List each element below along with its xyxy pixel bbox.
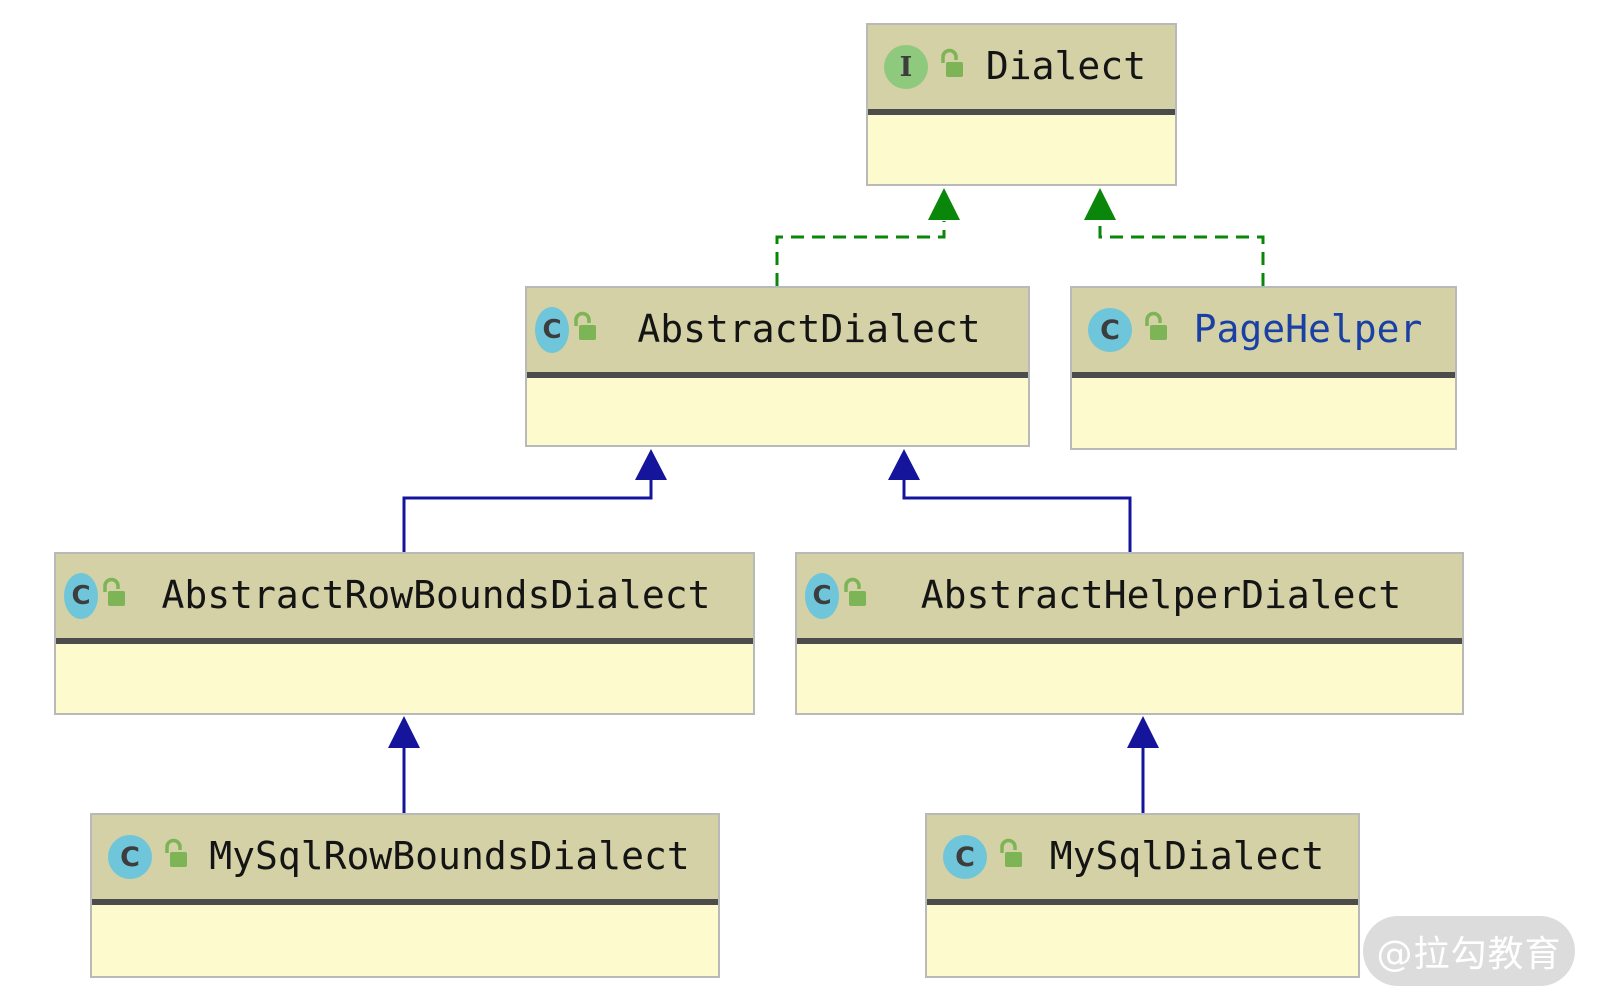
node-separator xyxy=(868,109,1175,115)
class-icon: C xyxy=(943,835,987,879)
class-node-abstractrowboundsdialect[interactable]: C AbstractRowBoundsDialect xyxy=(54,552,755,715)
edge-pagehelper-implements-dialect xyxy=(1084,188,1265,286)
implements-arrowhead-icon xyxy=(1084,188,1116,220)
node-header: C MySqlDialect xyxy=(927,815,1358,899)
node-header: C AbstractHelperDialect xyxy=(797,554,1462,638)
node-header: C AbstractDialect xyxy=(527,288,1028,372)
node-members-section xyxy=(56,644,753,713)
extends-arrowhead-icon xyxy=(888,449,920,480)
unlock-icon xyxy=(840,576,870,616)
class-icon: C xyxy=(1088,308,1132,352)
edge-mysqldialect-extends-abstracthelperdialect xyxy=(1127,716,1159,813)
class-name: MySqlRowBoundsDialect xyxy=(209,834,690,878)
node-members-section xyxy=(92,905,718,976)
class-name: AbstractHelperDialect xyxy=(920,573,1402,617)
class-node-pagehelper[interactable]: C PageHelper xyxy=(1070,286,1457,450)
class-name: AbstractRowBoundsDialect xyxy=(161,573,711,617)
unlock-icon xyxy=(996,837,1026,877)
node-members-section xyxy=(927,905,1358,976)
abstract-class-icon: C xyxy=(535,307,569,353)
class-icon: C xyxy=(108,835,152,879)
class-node-dialect[interactable]: I Dialect xyxy=(866,23,1177,186)
edge-abstracthelperdialect-extends-abstractdialect xyxy=(888,449,1132,552)
node-separator xyxy=(92,899,718,905)
node-members-section xyxy=(868,115,1175,184)
interface-icon: I xyxy=(884,45,928,89)
class-name: MySqlDialect xyxy=(1049,834,1325,878)
extends-arrowhead-icon xyxy=(388,716,420,748)
class-name: PageHelper xyxy=(1193,307,1423,351)
unlock-icon xyxy=(937,47,967,87)
edge-mysqlrowboundsdialect-extends-abstractrowboundsdialect xyxy=(388,716,420,813)
extends-arrowhead-icon xyxy=(635,449,667,480)
class-node-abstracthelperdialect[interactable]: C AbstractHelperDialect xyxy=(795,552,1464,715)
node-members-section xyxy=(797,644,1462,713)
node-header: C MySqlRowBoundsDialect xyxy=(92,815,718,899)
class-name: AbstractDialect xyxy=(637,307,981,351)
unlock-icon xyxy=(161,837,191,877)
abstract-class-icon: C xyxy=(805,573,839,619)
node-separator xyxy=(797,638,1462,644)
class-node-mysqlrowboundsdialect[interactable]: C MySqlRowBoundsDialect xyxy=(90,813,720,978)
edge-abstractdialect-implements-dialect xyxy=(775,188,960,286)
unlock-icon xyxy=(99,576,129,616)
implements-arrowhead-icon xyxy=(928,188,960,220)
node-header: I Dialect xyxy=(868,25,1175,109)
node-separator xyxy=(56,638,753,644)
abstract-class-icon: C xyxy=(64,573,98,619)
node-members-section xyxy=(1072,378,1455,448)
node-separator xyxy=(527,372,1028,378)
node-header: C PageHelper xyxy=(1072,288,1455,372)
node-separator xyxy=(927,899,1358,905)
class-node-abstractdialect[interactable]: C AbstractDialect xyxy=(525,286,1030,447)
node-header: C AbstractRowBoundsDialect xyxy=(56,554,753,638)
node-separator xyxy=(1072,372,1455,378)
class-node-mysqldialect[interactable]: C MySqlDialect xyxy=(925,813,1360,978)
extends-arrowhead-icon xyxy=(1127,716,1159,748)
unlock-icon xyxy=(570,310,600,350)
class-name: Dialect xyxy=(985,44,1147,88)
node-members-section xyxy=(527,378,1028,445)
edge-abstractrowboundsdialect-extends-abstractdialect xyxy=(402,449,667,552)
watermark-badge: @拉勾教育 xyxy=(1363,916,1575,986)
unlock-icon xyxy=(1141,310,1171,350)
